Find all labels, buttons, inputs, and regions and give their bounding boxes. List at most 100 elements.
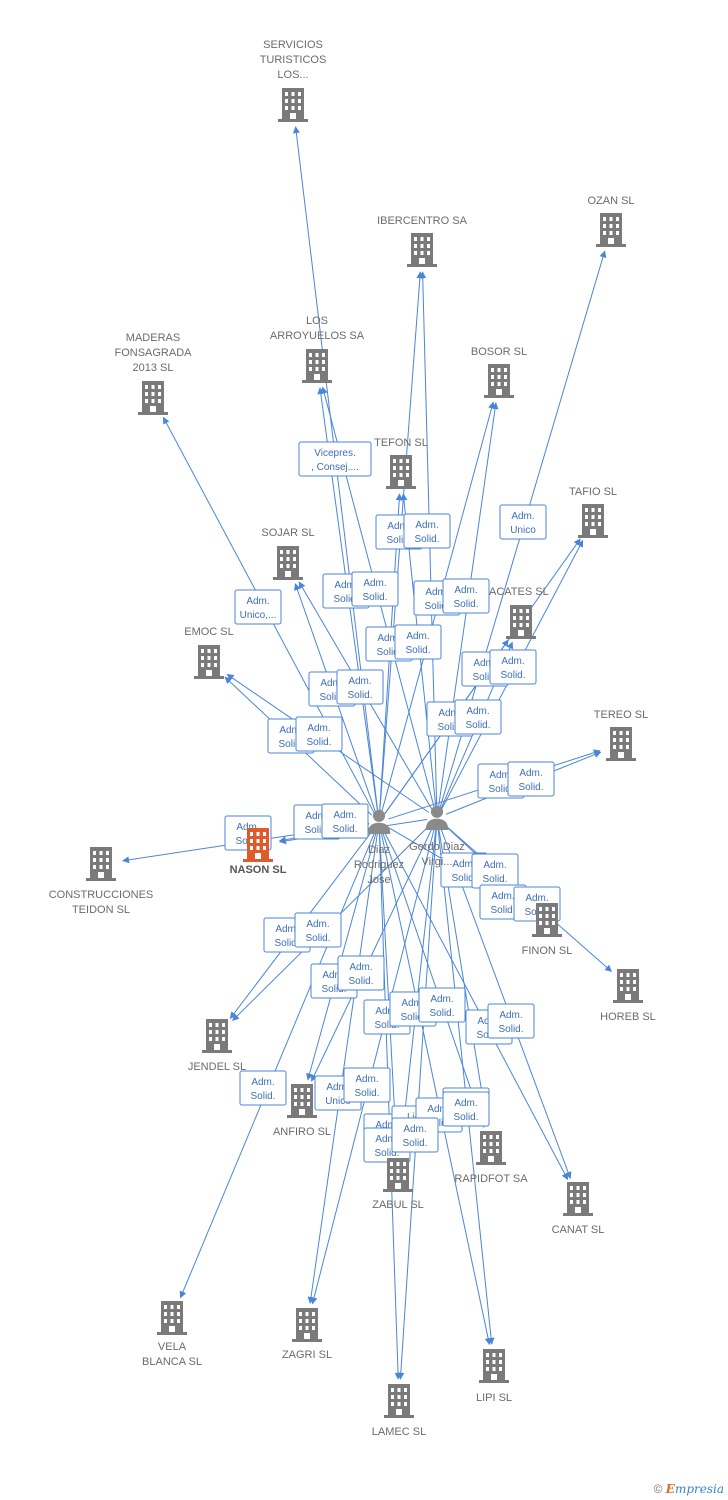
edge-role-label: Adm.Solid.	[471, 853, 519, 889]
edge-role-text: Adm.	[501, 656, 524, 667]
edge-role-text: Solid.	[437, 722, 462, 733]
edge-role-text: Adm.	[279, 725, 302, 736]
edge-role-text: Adm.	[454, 1098, 477, 1109]
edge-role-text: Solid.	[376, 647, 401, 658]
edge-role-label: Adm.Solid.	[295, 716, 343, 752]
edge-role-text: Solid.	[426, 1118, 451, 1129]
edge-role-text: Adm.	[427, 1104, 450, 1115]
building-icon[interactable]	[484, 364, 514, 398]
building-icon[interactable]	[578, 504, 608, 538]
building-icon[interactable]	[479, 1349, 509, 1383]
edge-role-text: Adm.	[519, 768, 542, 779]
edge-role-label: Adm. Solid.	[489, 649, 537, 685]
edge-role-text: Adm.	[438, 708, 461, 719]
building-icon[interactable]	[606, 727, 636, 761]
edge-role-text: Solid.	[374, 1020, 399, 1031]
building-icon[interactable]	[278, 88, 308, 122]
edge-role-text: Adm.	[246, 596, 269, 607]
edge-role-text: Adm.	[489, 770, 512, 781]
node-label: NASON SL	[230, 864, 287, 876]
edge-role-text: Adm.	[236, 822, 259, 833]
edge-role-text: Adm.	[349, 962, 372, 973]
building-icon[interactable]	[407, 233, 437, 267]
node-label: VELA	[158, 1341, 187, 1353]
person-icon[interactable]	[367, 809, 391, 834]
building-icon[interactable]	[613, 969, 643, 1003]
copyright-symbol: ©	[653, 1482, 663, 1496]
building-icon[interactable]	[476, 1131, 506, 1165]
edge-role-text: Solid.	[304, 825, 329, 836]
edge-role-text: Solid.	[305, 933, 330, 944]
edge-role-text: Solid.	[400, 1012, 425, 1023]
edge-role-text: Adm.	[326, 1082, 349, 1093]
node-label: ZAGRI SL	[282, 1349, 332, 1361]
building-icon[interactable]	[287, 1084, 317, 1118]
building-icon[interactable]	[386, 455, 416, 489]
edge-role-label: Adm.Solid.	[343, 1067, 391, 1103]
building-icon[interactable]	[532, 903, 562, 937]
edge-role-text: Solid.	[321, 984, 346, 995]
building-icon[interactable]	[194, 645, 224, 679]
edge-role-text: Adm.	[375, 1120, 398, 1131]
building-icon[interactable]	[243, 828, 273, 862]
edge-role-label: Adm.Solid.	[351, 571, 399, 607]
edge-role-label: Adm. Solid.	[442, 578, 490, 614]
building-icon[interactable]	[506, 605, 536, 639]
node-label: TAFIO SL	[569, 486, 617, 498]
edge-role-text: Adm.	[307, 723, 330, 734]
edge-role-text: Adm.	[375, 1134, 398, 1145]
building-icon[interactable]	[302, 349, 332, 383]
building-icon[interactable]	[157, 1301, 187, 1335]
person-icon[interactable]	[425, 805, 449, 830]
edge-role-text: Solid.	[453, 599, 478, 610]
edge-role-text: Adm.	[454, 585, 477, 596]
building-icon[interactable]	[202, 1019, 232, 1053]
building-icon[interactable]	[273, 546, 303, 580]
edge-role-text: Solid.	[482, 874, 507, 885]
edge-role-text: Solid.	[348, 976, 373, 987]
edge-role-text: Solid.	[518, 782, 543, 793]
edge-role-text: Adm.	[403, 1124, 426, 1135]
node-label: ARROYUELOS SA	[270, 330, 365, 342]
node-label: LAMEC SL	[372, 1426, 426, 1438]
node-label: IBERCENTRO SA	[377, 215, 468, 227]
building-icon[interactable]	[383, 1158, 413, 1192]
edge-role-label: Adm.Solid.	[394, 624, 442, 660]
edges-layer	[122, 126, 613, 1380]
edge-role-label: Adm.Solid.	[418, 987, 466, 1023]
building-icon[interactable]	[292, 1308, 322, 1342]
node-label: Rodriguez	[354, 859, 404, 871]
building-icon[interactable]	[86, 847, 116, 881]
brand-logo: Empresia	[665, 1482, 724, 1496]
edge-role-text: , Consej....	[311, 462, 359, 473]
building-icon[interactable]	[596, 213, 626, 247]
edge-role-text: Solid.	[451, 873, 476, 884]
node-label: BOSOR SL	[471, 346, 527, 358]
edge-p1-c_rapid	[381, 831, 486, 1128]
node-label: Gordo Diaz	[409, 841, 465, 853]
edge-role-text: Adm.	[320, 678, 343, 689]
edge-role-text: Adm.	[491, 891, 514, 902]
node-label: ANFIRO SL	[273, 1126, 331, 1138]
building-icon[interactable]	[384, 1384, 414, 1418]
edge-role-text: Adm.	[355, 1074, 378, 1085]
edge-role-text: Adm.	[525, 893, 548, 904]
edge-role-text: Solid.	[319, 692, 344, 703]
edge-role-text: Solid.	[500, 670, 525, 681]
edge-role-text: Adm.	[452, 859, 475, 870]
edge-role-text: Solid.	[453, 1112, 478, 1123]
edge-role-text: Adm.	[430, 994, 453, 1005]
building-icon[interactable]	[138, 381, 168, 415]
node-label: EMOC SL	[184, 626, 234, 638]
edge-role-text: Solid.	[274, 938, 299, 949]
edge-role-text: Solid.	[250, 1091, 275, 1102]
edge-role-text: Adm.	[306, 919, 329, 930]
edge-role-text: Solid.	[386, 535, 411, 546]
edge-role-label: Adm. Solid.	[337, 955, 385, 991]
building-icon[interactable]	[563, 1182, 593, 1216]
node-label: MADERAS	[126, 332, 180, 344]
edge-role-text: Adm.	[322, 970, 345, 981]
node-label: LOS	[306, 315, 328, 327]
edge-role-text: Adm.	[499, 1010, 522, 1021]
